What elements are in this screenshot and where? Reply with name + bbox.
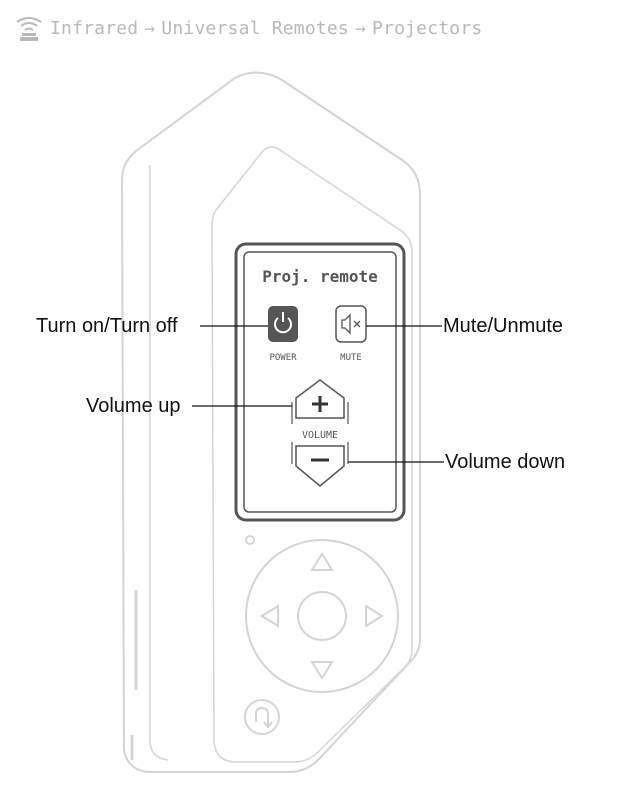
left-arrow-icon[interactable] xyxy=(260,604,279,628)
callout-volume-down: Volume down xyxy=(445,451,566,473)
breadcrumb-item-infrared[interactable]: Infrared xyxy=(50,17,139,39)
down-arrow-icon[interactable] xyxy=(310,661,334,680)
d-pad xyxy=(245,535,399,693)
power-icon xyxy=(274,312,292,334)
right-arrow-icon[interactable] xyxy=(365,604,384,628)
volume-up-button[interactable] xyxy=(291,379,349,424)
screen-title: Proj. remote xyxy=(262,267,378,286)
power-label: POWER xyxy=(269,353,297,363)
device-body xyxy=(120,71,421,773)
speaker-mute-icon xyxy=(341,313,361,335)
plus-icon xyxy=(312,396,328,412)
breadcrumb-separator: → xyxy=(354,17,367,39)
callout-power: Turn on/Turn off xyxy=(36,315,178,337)
back-button[interactable] xyxy=(244,699,280,735)
breadcrumb-separator: → xyxy=(144,17,156,39)
volume-down-button[interactable] xyxy=(291,442,349,487)
callout-lines xyxy=(192,325,444,463)
mute-button[interactable]: MUTE xyxy=(335,305,367,363)
infrared-icon xyxy=(16,17,42,41)
breadcrumb-item-universal-remotes[interactable]: Universal Remotes xyxy=(161,17,349,39)
breadcrumb-item-projectors[interactable]: Projectors xyxy=(372,17,483,39)
screen: Proj. remote POWER MUTE xyxy=(234,242,406,522)
power-button[interactable]: POWER xyxy=(268,306,298,363)
mute-label: MUTE xyxy=(340,353,362,363)
breadcrumb: Infrared → Universal Remotes → Projector… xyxy=(14,12,482,44)
up-arrow-icon[interactable] xyxy=(310,552,334,571)
callout-volume-up: Volume up xyxy=(86,395,181,417)
callout-mute: Mute/Unmute xyxy=(443,315,564,337)
ok-button[interactable] xyxy=(297,591,347,641)
back-icon xyxy=(255,706,273,729)
volume-label: VOLUME xyxy=(302,430,338,441)
